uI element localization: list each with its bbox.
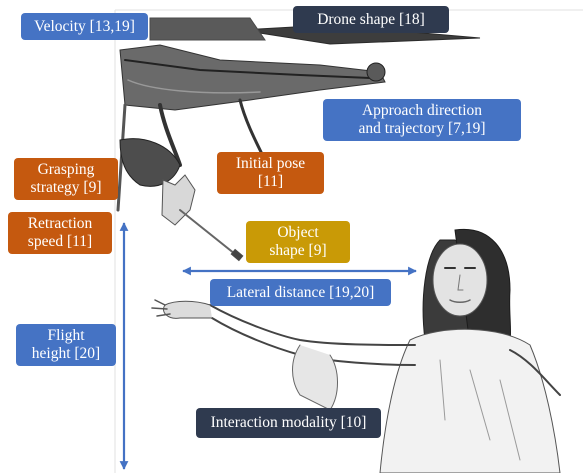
lateral-distance-label: Lateral distance [19,20] [210,279,391,306]
drone-sketch [116,17,481,262]
initial-pose-label: Initial pose [11] [217,152,324,194]
drone-shape-label: Drone shape [18] [293,6,449,33]
approach-direction-label: Approach direction and trajectory [7,19] [323,99,521,141]
velocity-label: Velocity [13,19] [21,13,148,40]
person-sketch [151,228,561,473]
interaction-modality-label: Interaction modality [10] [196,408,381,438]
grasping-strategy-label: Grasping strategy [9] [14,158,118,200]
retraction-speed-label: Retraction speed [11] [8,212,112,254]
flight-height-label: Flight height [20] [16,324,116,366]
object-shape-label: Object shape [9] [246,221,350,263]
